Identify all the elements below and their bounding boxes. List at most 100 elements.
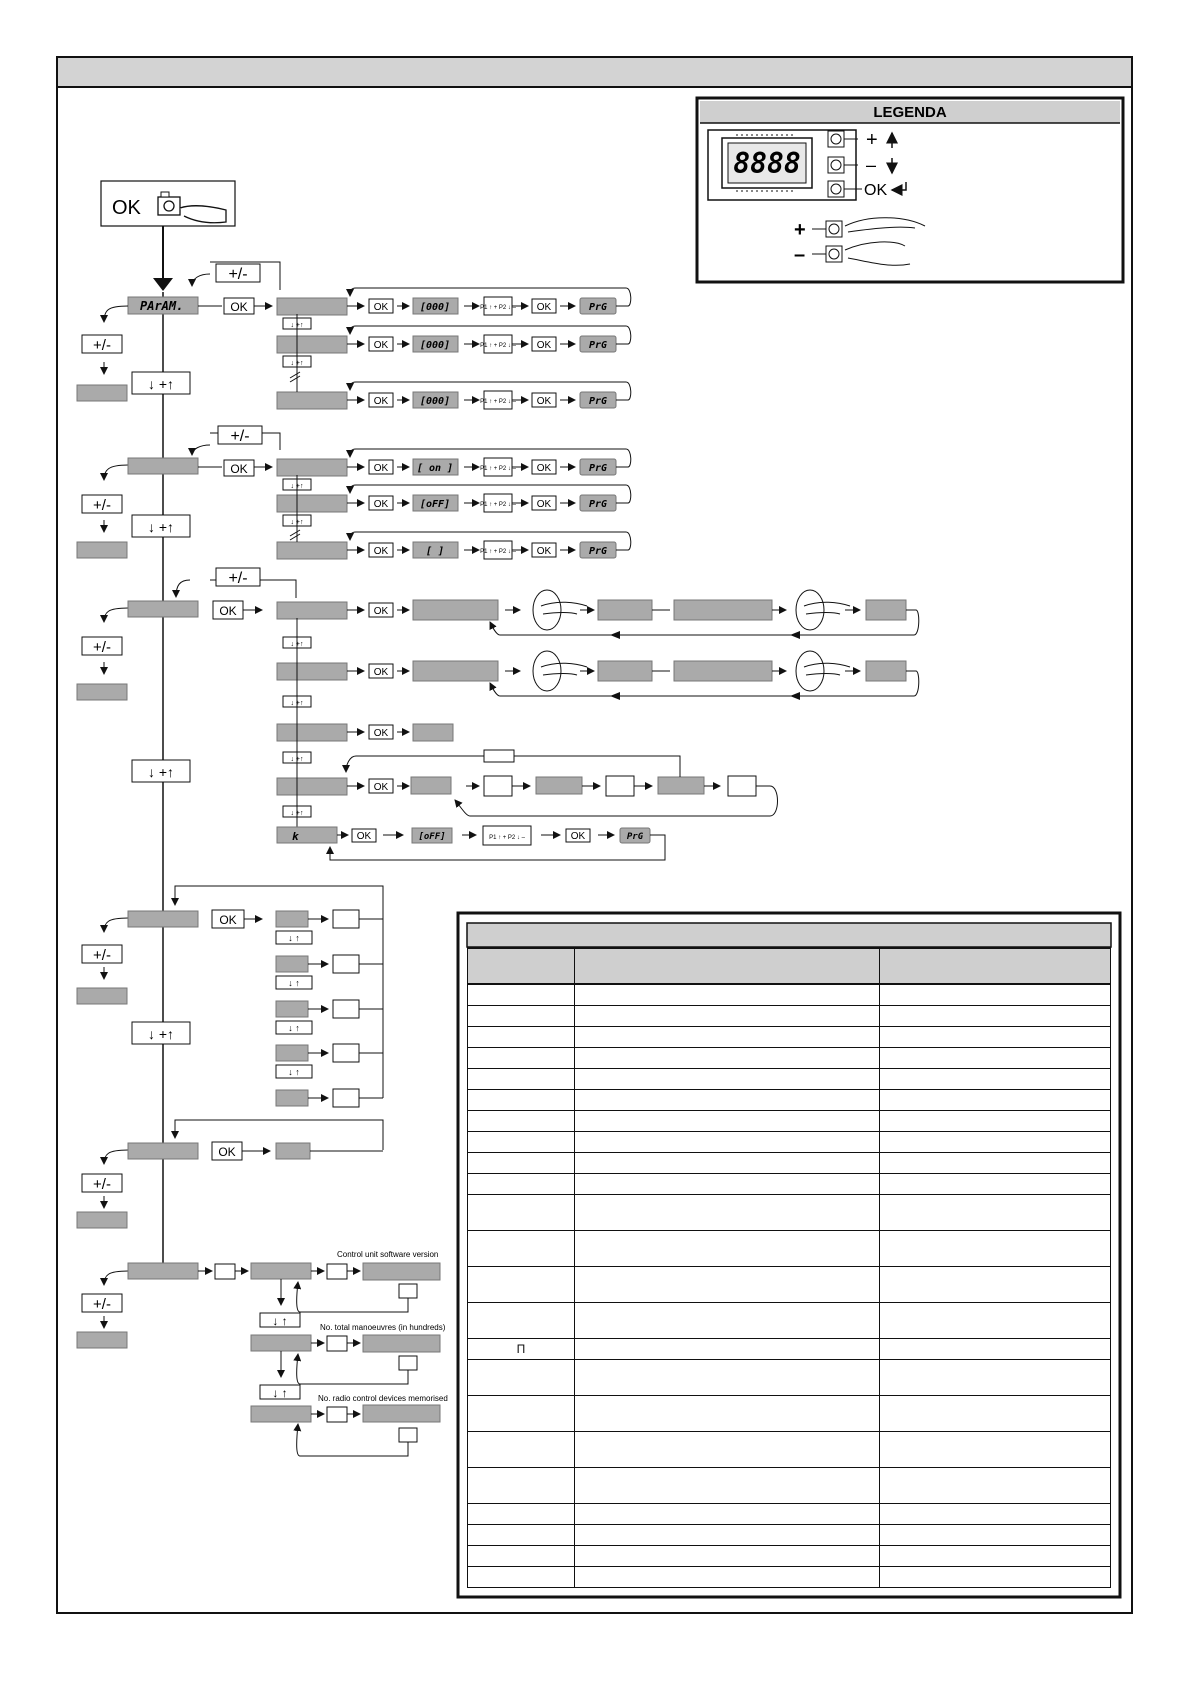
svg-text:+/-: +/- (93, 947, 111, 964)
m-symbol-cell: Π (468, 1339, 575, 1360)
table-row (468, 1231, 1111, 1267)
option-item (276, 1045, 308, 1061)
svg-text:OK: OK (537, 302, 552, 313)
svg-text:P1 ↑ + P2 ↓ –: P1 ↑ + P2 ↓ – (480, 305, 517, 311)
table-row: Π (468, 1339, 1111, 1360)
table-row (468, 1360, 1111, 1396)
svg-text:[000]: [000] (420, 302, 450, 313)
remote-hand-icon (533, 590, 561, 630)
svg-text:P1 ↑ + P2 ↓ –: P1 ↑ + P2 ↓ – (480, 549, 517, 555)
svg-text:[ on ]: [ on ] (417, 463, 453, 474)
svg-text:+: + (794, 219, 806, 241)
svg-text:P1 ↑ + P2 ↓ –: P1 ↑ + P2 ↓ – (480, 399, 517, 405)
param-display: PArAM. (140, 299, 183, 313)
table-row (468, 1048, 1111, 1069)
svg-text:OK: OK (374, 782, 389, 793)
caption-software-version: Control unit software version (337, 1250, 438, 1259)
table-row (468, 1567, 1111, 1588)
radio-display (413, 600, 498, 620)
remote-hand-icon (533, 651, 561, 691)
svg-text:OK: OK (537, 499, 552, 510)
table-row (468, 1027, 1111, 1048)
svg-text:OK: OK (374, 606, 389, 617)
table-row (468, 1525, 1111, 1546)
table-row (468, 1069, 1111, 1090)
parameters-table: Π (467, 947, 1111, 1588)
menu-item (277, 459, 347, 476)
section-param: +/- PArAM. OK (128, 262, 280, 314)
svg-text:+/-: +/- (93, 497, 111, 514)
k-row: k OK [oFF] P1 ↑ + P2 ↓ – OK PrG (277, 826, 665, 860)
svg-text:↓ ↑: ↓ ↑ (288, 978, 300, 988)
start-box: OK (101, 181, 235, 226)
svg-text:↓ ↑: ↓ ↑ (288, 1023, 300, 1033)
svg-text:OK: OK (864, 182, 887, 199)
menu-item (277, 336, 347, 353)
svg-text:PrG: PrG (627, 832, 644, 842)
svg-text:+/-: +/- (93, 337, 111, 354)
table-row (468, 1153, 1111, 1174)
section-onoff: +/- OK (128, 426, 280, 476)
radio-rows: OK↓ +↑OK↓ +↑OK↓ +↑OK↓ +↑ (277, 590, 919, 827)
table-row (468, 1174, 1111, 1195)
table-row (468, 984, 1111, 1006)
svg-text:OK: OK (374, 728, 389, 739)
legend-box: LEGENDA 8888 + – OK + (697, 98, 1123, 282)
svg-text:↓ ↑: ↓ ↑ (272, 1314, 287, 1328)
menu-item (277, 495, 347, 512)
svg-text:↓ +↑: ↓ +↑ (148, 519, 174, 535)
svg-text:+/-: +/- (228, 266, 247, 283)
svg-text:P1 ↑ + P2 ↓ –: P1 ↑ + P2 ↓ – (480, 466, 517, 472)
menu-item (277, 392, 347, 409)
svg-text:+: + (866, 129, 878, 151)
option-item (276, 1001, 308, 1017)
svg-text:PrG: PrG (589, 396, 607, 407)
k-label: k (292, 830, 299, 843)
svg-text:OK: OK (374, 667, 389, 678)
svg-text:+/-: +/- (93, 1296, 111, 1313)
table-row (468, 1006, 1111, 1027)
remote-hand-icon (796, 651, 824, 691)
remote-hand-icon (796, 590, 824, 630)
table-row (468, 1267, 1111, 1303)
svg-text:P1 ↑ + P2 ↓ –: P1 ↑ + P2 ↓ – (489, 835, 526, 841)
svg-text:OK: OK (357, 831, 372, 842)
option-item (276, 911, 308, 927)
svg-text:↓ ↑: ↓ ↑ (288, 933, 300, 943)
svg-text:OK: OK (230, 300, 247, 314)
svg-text:↓ +↑: ↓ +↑ (148, 1026, 174, 1042)
svg-text:OK: OK (537, 546, 552, 557)
svg-text:OK: OK (219, 604, 236, 618)
svg-text:PrG: PrG (589, 302, 607, 313)
svg-text:+/-: +/- (230, 428, 249, 445)
menu-item (277, 298, 347, 315)
table-row (468, 1195, 1111, 1231)
svg-text:OK: OK (537, 463, 552, 474)
table-row (468, 1468, 1111, 1504)
svg-text:OK: OK (374, 302, 389, 313)
table-row (468, 1546, 1111, 1567)
section-five: OK (128, 1120, 383, 1160)
svg-text:↓ +↑: ↓ +↑ (148, 764, 174, 780)
svg-text:[000]: [000] (420, 340, 450, 351)
svg-text:–: – (866, 155, 876, 175)
svg-text:OK: OK (374, 396, 389, 407)
svg-text:OK: OK (219, 913, 236, 927)
svg-text:PrG: PrG (589, 546, 607, 557)
svg-text:OK: OK (374, 546, 389, 557)
radio-display (413, 661, 498, 681)
svg-text:OK: OK (374, 463, 389, 474)
table-row (468, 1396, 1111, 1432)
svg-text:PrG: PrG (589, 340, 607, 351)
svg-text:OK: OK (112, 197, 142, 219)
svg-text:+/-: +/- (93, 1176, 111, 1193)
option-item (276, 956, 308, 972)
svg-text:[oFF]: [oFF] (420, 499, 450, 510)
svg-text:OK: OK (571, 831, 586, 842)
svg-text:[000]: [000] (420, 396, 450, 407)
menu-item (277, 663, 347, 680)
table-row (468, 1090, 1111, 1111)
svg-text:PrG: PrG (589, 499, 607, 510)
svg-text:↓ ↑: ↓ ↑ (272, 1386, 287, 1400)
